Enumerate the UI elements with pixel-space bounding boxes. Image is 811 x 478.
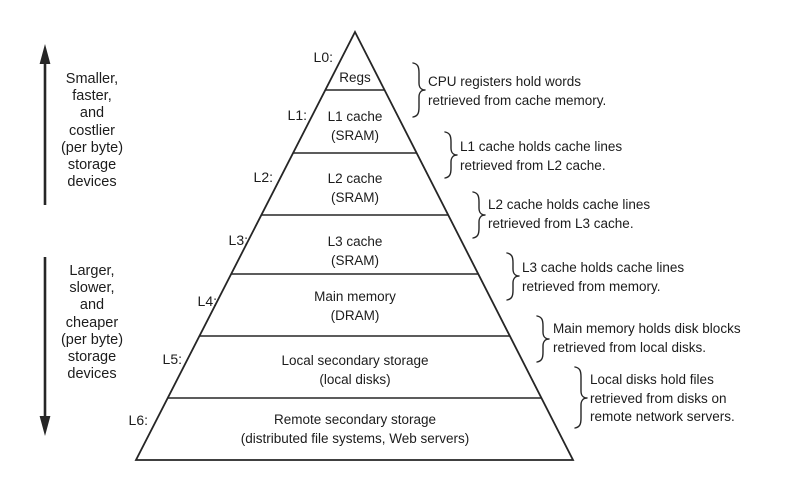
annotation-l1: L1 cache holds cache lines retrieved fro… [460,138,622,175]
pyramid-outline [134,30,575,461]
annotation-line: retrieved from disks on [590,390,727,406]
annotation-l0: CPU registers hold words retrieved from … [428,73,606,110]
level-tag-l5: L5: [162,351,182,367]
caption-line: storage [67,157,117,174]
level-name: Local secondary storage [281,353,429,368]
annotation-line: retrieved from L2 cache. [460,157,606,173]
annotation-line: retrieved from L3 cache. [488,215,634,231]
caption-line: costlier [69,122,115,139]
up-arrow-icon [39,44,51,205]
level-tag-l2: L2: [253,169,273,185]
annotation-line: retrieved from local disks. [553,339,707,355]
level-name: Regs [339,70,371,85]
level-l3-cache: L3 cache (SRAM) [205,232,505,270]
down-arrow-caption: Larger, slower, and cheaper (per byte) s… [32,263,152,383]
caption-line: devices [67,366,117,383]
caption-line: devices [67,174,117,191]
annotation-l3: L3 cache holds cache lines retrieved fro… [522,259,684,296]
brace-l0 [412,62,426,118]
brace-l3 [506,252,520,301]
caption-line: (per byte) [60,331,124,348]
caption-line: and [79,105,105,122]
caption-line: storage [67,349,117,366]
annotation-line: remote network servers. [590,409,735,424]
annotation-line: retrieved from memory. [522,278,661,294]
level-l0-registers: Regs [205,68,505,87]
annotation-l2: L2 cache holds cache lines retrieved fro… [488,196,650,233]
level-l6-remote-storage: Remote secondary storage (distributed fi… [205,410,505,448]
annotation-line: L3 cache holds cache lines [522,260,685,275]
level-dividers [167,89,542,399]
annotation-line: Main memory holds disk blocks [553,321,741,336]
caption-line: and [79,297,105,314]
caption-line: Smaller, [65,71,119,87]
brace-l5 [574,366,588,429]
level-name: L3 cache [327,234,383,249]
level-l2-cache: L2 cache (SRAM) [205,169,505,207]
annotation-line: L2 cache holds cache lines [488,197,651,212]
level-tag-l1: L1: [287,107,307,123]
annotation-line: retrieved from cache memory. [428,92,607,108]
annotation-line: Local disks hold files [590,372,714,387]
level-name: Main memory [314,289,396,304]
level-detail: (local disks) [319,372,391,387]
level-name: L1 cache [327,109,383,124]
annotation-line: CPU registers hold words [428,74,582,89]
caption-line: (per byte) [60,139,124,156]
caption-line: slower, [69,280,115,297]
brace-l1 [444,131,458,179]
annotation-l5: Local disks hold files retrieved from di… [590,371,735,427]
level-name: Remote secondary storage [273,412,437,427]
brace-l2 [472,191,486,239]
level-tag-l4: L4: [197,293,217,309]
down-arrow-icon [39,257,51,436]
level-tag-l0: L0: [313,49,333,65]
level-name: L2 cache [327,171,383,186]
level-detail: (SRAM) [331,128,379,143]
brace-l4 [536,315,550,363]
annotation-line: L1 cache holds cache lines [460,139,623,154]
up-arrow-caption: Smaller, faster, and costlier (per byte)… [32,71,152,191]
caption-line: faster, [72,88,112,105]
level-detail: (SRAM) [331,190,379,205]
level-l5-local-storage: Local secondary storage (local disks) [205,351,505,389]
caption-line: cheaper [65,314,119,331]
level-detail: (SRAM) [331,253,379,268]
level-detail: (DRAM) [330,308,380,323]
level-detail: (distributed file systems, Web servers) [240,431,470,446]
level-l4-main-memory: Main memory (DRAM) [205,287,505,325]
level-tag-l6: L6: [128,412,148,428]
level-tag-l3: L3: [228,232,248,248]
level-l1-cache: L1 cache (SRAM) [205,107,505,145]
caption-line: Larger, [69,263,115,279]
annotation-l4: Main memory holds disk blocks retrieved … [553,320,741,357]
